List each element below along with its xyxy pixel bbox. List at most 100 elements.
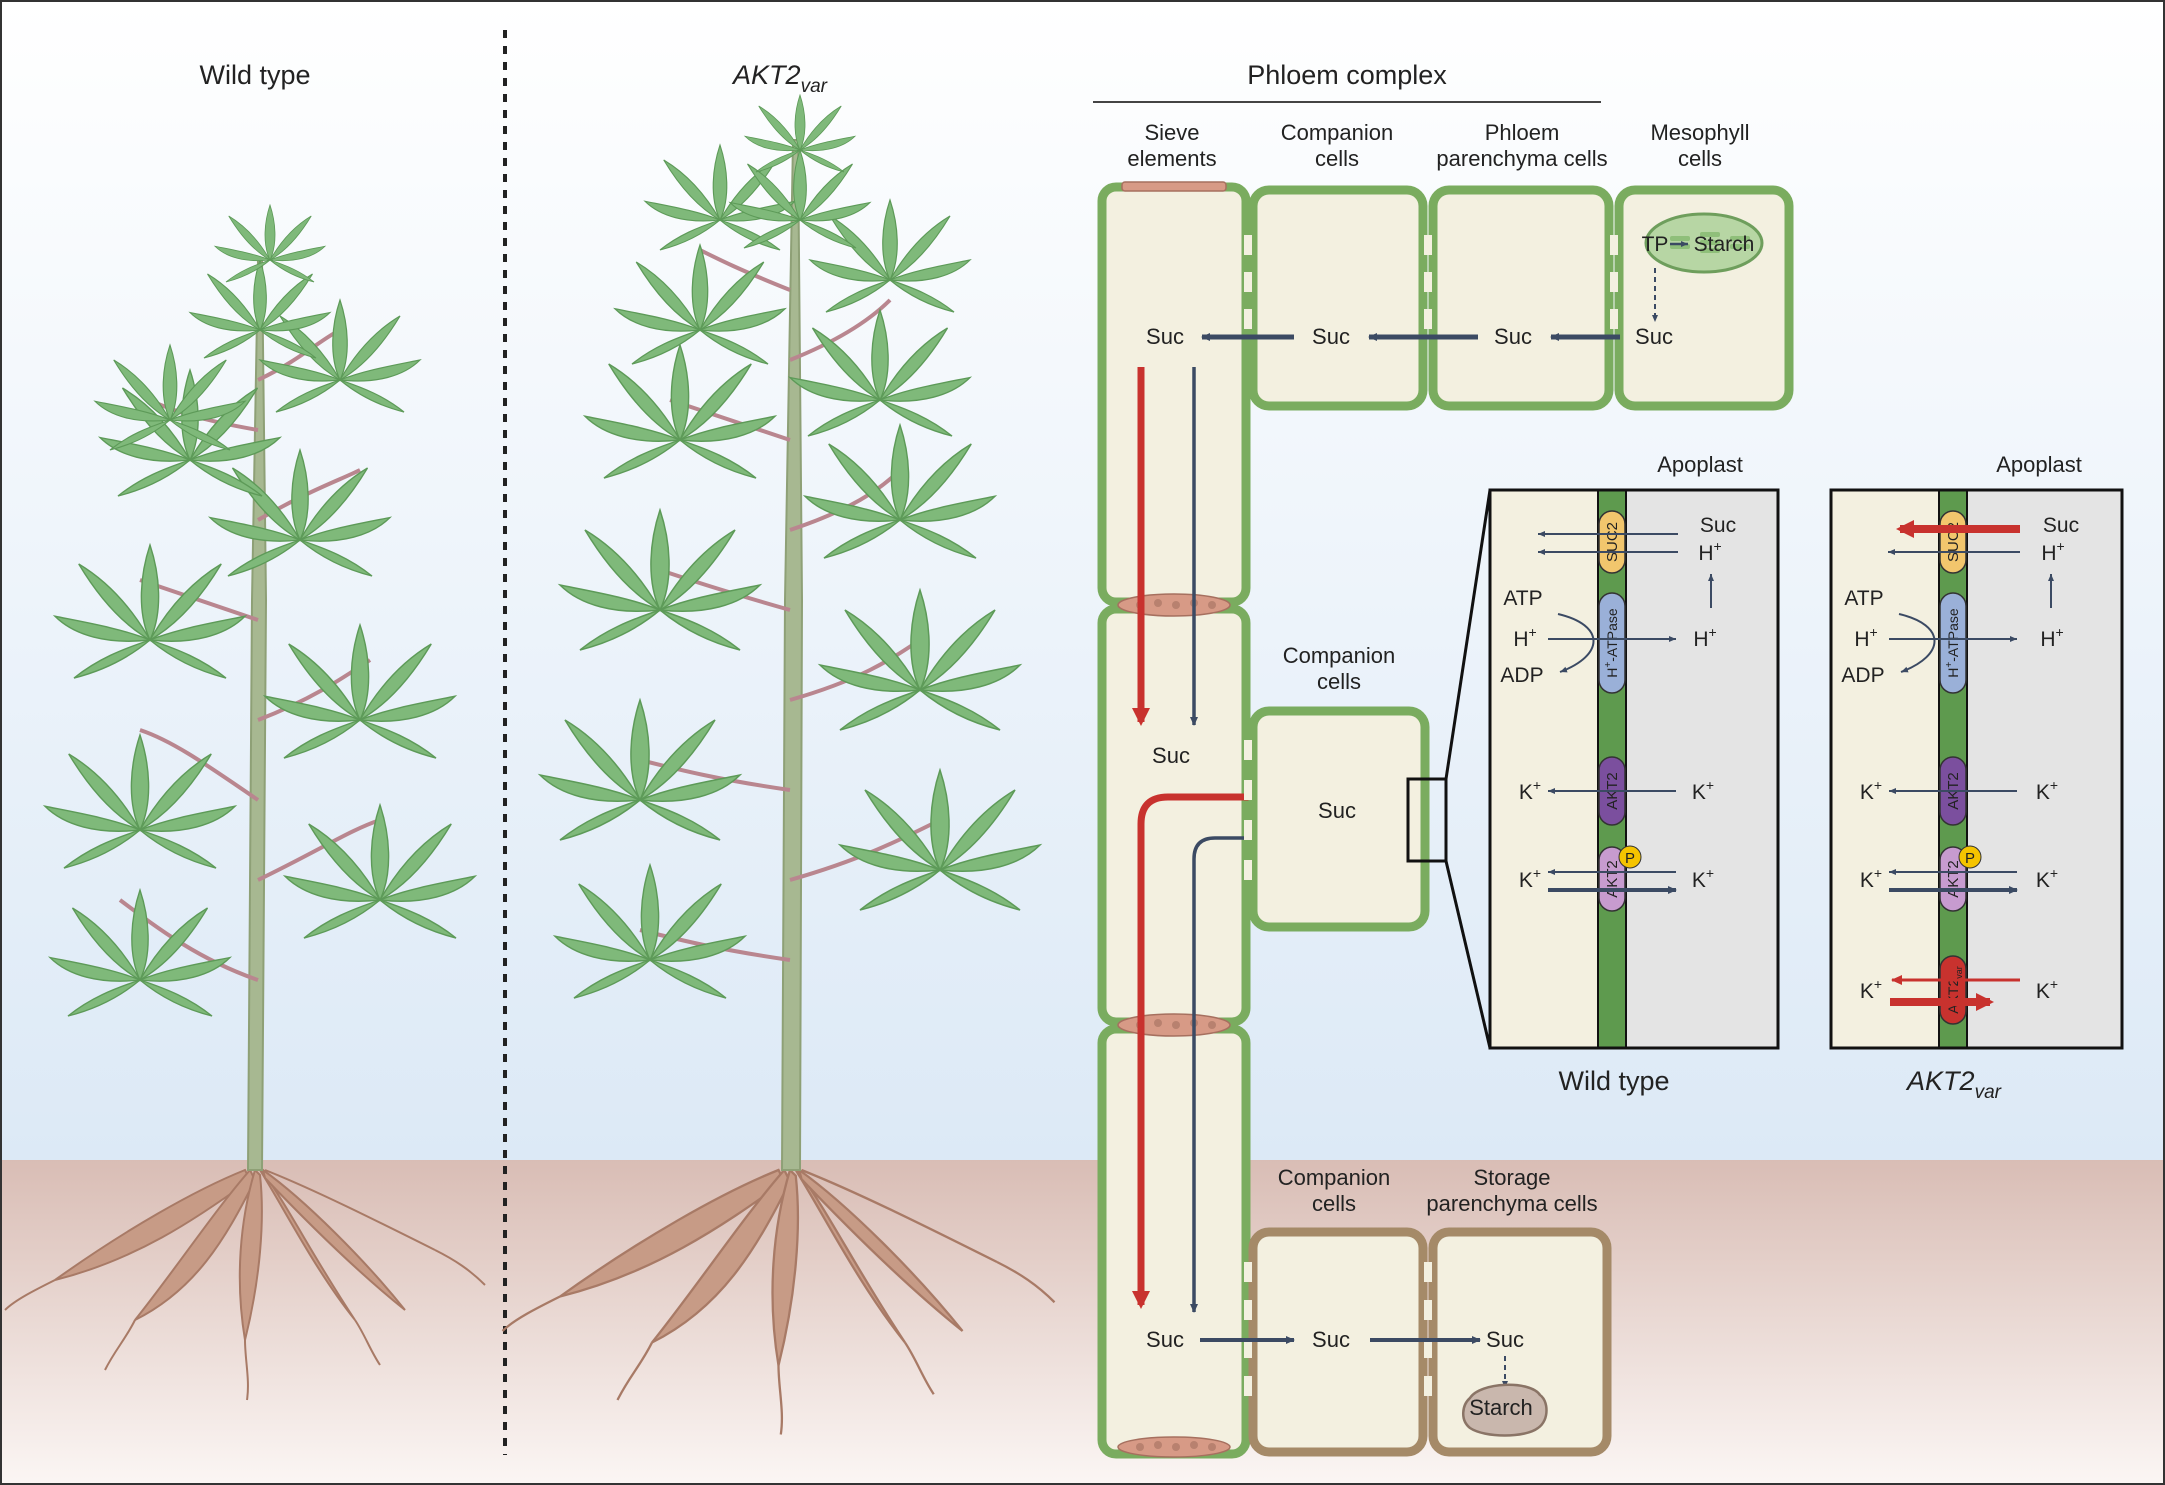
wt-h-atpase-label: H+-ATPase — [1603, 608, 1620, 678]
akt2var-title-sub: var — [801, 76, 828, 97]
var-panel-caption-main: AKT2 — [1905, 1066, 1975, 1096]
mid-companion-label-1: Companion — [1283, 643, 1396, 668]
sieve-element-mid — [1097, 604, 1251, 1027]
suc-storage: Suc — [1486, 1327, 1524, 1352]
var-akt2var-channel — [1939, 955, 1967, 1025]
wt-phospho-label: P — [1625, 850, 1635, 867]
var-k-symplast-2: K+ — [1860, 865, 1882, 892]
var-h-atpase-text: -ATPase — [1945, 608, 1961, 662]
mid-companion-label-2: cells — [1317, 669, 1361, 694]
wt-h-atpase-charge: + — [1603, 662, 1614, 668]
col-phloem-par-label-2: parenchyma cells — [1436, 146, 1607, 171]
var-h-symplast-charge: + — [1869, 624, 1877, 640]
wt-k-apoplast-1-symbol: K — [1692, 781, 1706, 804]
tp-label: TP — [1642, 233, 1669, 256]
wt-h-symplast-charge: + — [1528, 624, 1536, 640]
wt-h-apoplast-mid-charge: + — [1708, 624, 1716, 640]
wt-k-apoplast-2-symbol: K — [1692, 869, 1706, 892]
var-atp-to-adp-curve — [1898, 613, 1936, 673]
suc-sieve-mid: Suc — [1152, 743, 1190, 768]
wt-phospho-group — [1618, 845, 1642, 869]
wt-h-apoplast-top-symbol: H — [1698, 542, 1713, 565]
var-h-apoplast-mid: H+ — [2040, 624, 2063, 651]
bot-companion-label-1: Companion — [1278, 1165, 1391, 1190]
wt-h-atpase — [1598, 592, 1626, 694]
starch-granule — [1462, 1383, 1548, 1437]
bot-companion-label-2: cells — [1312, 1191, 1356, 1216]
wt-k-apoplast-1-charge: + — [1706, 777, 1714, 793]
col-companion-label-2: cells — [1315, 146, 1359, 171]
suc-phloem-parenchyma: Suc — [1494, 324, 1532, 349]
wt-akt2-phospho-channel — [1598, 846, 1626, 912]
wt-suc2-label: SUC2 — [1604, 522, 1621, 562]
wt-adp-label: ADP — [1500, 664, 1543, 687]
akt2var-title-main: AKT2 — [731, 60, 801, 90]
var-k-symplast-2-symbol: K — [1860, 869, 1874, 892]
wt-panel-border — [1488, 488, 1780, 1050]
wt-symplast-region — [1490, 490, 1610, 1048]
wt-h-apoplast-mid-symbol: H — [1693, 628, 1708, 651]
wt-apoplast-region — [1622, 490, 1778, 1048]
var-k-apoplast-2-charge: + — [2050, 865, 2058, 881]
var-h-apoplast-mid-charge: + — [2055, 624, 2063, 640]
sieve-elements — [1097, 181, 1251, 1459]
var-k-symplast-1-charge: + — [1874, 777, 1882, 793]
var-k-apoplast-2: K+ — [2036, 865, 2058, 892]
companion-cell-middle — [1248, 706, 1430, 932]
akt2var-title: AKT2var — [731, 60, 828, 97]
akt2var-plant — [501, 94, 1056, 1436]
bot-storage-label-1: Storage — [1473, 1165, 1550, 1190]
col-mesophyll-label-1: Mesophyll — [1650, 120, 1749, 145]
var-h-atpase — [1939, 592, 1967, 694]
wt-h-apoplast-top-charge: + — [1713, 538, 1721, 554]
wt-k-symplast-2: K+ — [1519, 865, 1541, 892]
soil-background — [0, 1160, 2165, 1485]
suc-sieve-top: Suc — [1146, 324, 1184, 349]
suc-mesophyll: Suc — [1635, 324, 1673, 349]
var-k-symplast-3-symbol: K — [1860, 980, 1874, 1003]
zoom-box — [1406, 777, 1448, 863]
zoom-line-bottom — [1444, 860, 1492, 1049]
wt-h-symplast: H+ — [1513, 624, 1536, 651]
wt-h-symplast-symbol: H — [1513, 628, 1528, 651]
col-sieve-label-2: elements — [1127, 146, 1216, 171]
var-k-apoplast-3-charge: + — [2050, 976, 2058, 992]
wt-k-symplast-2-charge: + — [1533, 865, 1541, 881]
var-h-atpase-label: H+-ATPase — [1944, 608, 1961, 678]
wt-k-apoplast-1: K+ — [1692, 777, 1714, 804]
var-h-atpase-h: H — [1945, 668, 1961, 678]
col-mesophyll-label-2: cells — [1678, 146, 1722, 171]
col-sieve-label-1: Sieve — [1144, 120, 1199, 145]
middle-companion-group: Companion cells Suc — [1244, 489, 1492, 1049]
var-phospho-label: P — [1965, 850, 1975, 867]
var-akt2-phospho-label: AKT2 — [1945, 860, 1962, 898]
dark-flow-arrow-bottom — [1190, 836, 1297, 1313]
sieve-element-bottom — [1097, 1024, 1251, 1459]
var-k-apoplast-3: K+ — [2036, 976, 2058, 1003]
sieve-element-top — [1097, 182, 1251, 607]
wt-k-apoplast-2-charge: + — [1706, 865, 1714, 881]
var-h-symplast-symbol: H — [1854, 628, 1869, 651]
wt-h-apoplast-top: H+ — [1698, 538, 1721, 565]
wt-k-symplast-1: K+ — [1519, 777, 1541, 804]
wt-akt2-phospho-label: AKT2 — [1604, 860, 1621, 898]
var-k-apoplast-1-symbol: K — [2036, 781, 2050, 804]
top-row-cells: TP Starch Suc Suc Suc Suc — [1146, 185, 1794, 411]
var-panel-caption-sub: var — [1975, 1082, 2002, 1103]
var-akt2var-label-main: AKT2 — [1945, 979, 1961, 1014]
zoom-line-top — [1444, 489, 1492, 780]
wt-h-atpase-h: H — [1604, 668, 1620, 678]
var-k-symplast-1-symbol: K — [1860, 781, 1874, 804]
wild-type-membrane-panel: Apoplast SUC2 Suc H+ H+-ATPase ATP H+ AD… — [1488, 452, 1780, 1096]
wt-h-atpase-text: -ATPase — [1604, 608, 1620, 662]
col-companion-label-1: Companion — [1281, 120, 1394, 145]
var-symplast-region — [1831, 490, 1951, 1048]
wt-k-symplast-1-charge: + — [1533, 777, 1541, 793]
var-h-apoplast-top-charge: + — [2056, 538, 2064, 554]
wt-atp-label: ATP — [1503, 587, 1542, 610]
suc-sieve-bottom: Suc — [1146, 1327, 1184, 1352]
var-k-symplast-3: K+ — [1860, 976, 1882, 1003]
var-k-apoplast-1-charge: + — [2050, 777, 2058, 793]
suc-companion-bottom: Suc — [1312, 1327, 1350, 1352]
